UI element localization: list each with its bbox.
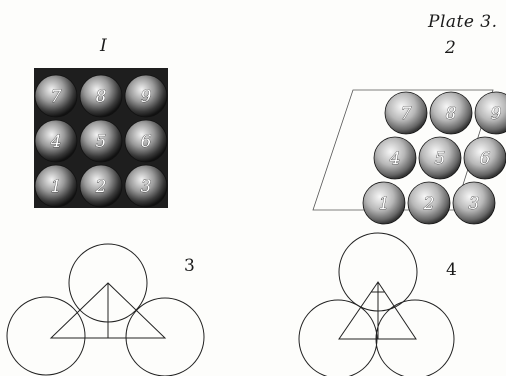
figure-4-label: 4: [446, 260, 457, 280]
fig1-ball-number: 4: [50, 132, 62, 152]
plate-title: Plate 3.: [428, 12, 498, 32]
fig2-ball-number: 8: [446, 104, 457, 124]
fig2-ball-number: 5: [435, 149, 446, 169]
fig1-ball-number: 1: [51, 177, 62, 197]
fig1-ball-4: [34, 119, 78, 163]
fig2-ball-5: [418, 136, 462, 180]
figure-4-left-circle: [298, 299, 378, 376]
fig2-ball-9: [474, 91, 506, 135]
fig1-ball-number: 7: [51, 87, 62, 107]
fig2-ball-7: [384, 91, 428, 135]
fig1-ball-1: [34, 164, 78, 208]
fig2-ball-number: 9: [491, 104, 502, 124]
fig1-ball-number: 9: [141, 87, 152, 107]
figure-2-label: 2: [445, 38, 456, 58]
fig2-ball-6: [463, 136, 506, 180]
figure-3-left-circle: [6, 296, 86, 376]
fig2-ball-8: [429, 91, 473, 135]
fig1-ball-number: 3: [141, 177, 152, 197]
fig1-ball-2: [79, 164, 123, 208]
fig1-ball-3: [124, 164, 168, 208]
fig1-ball-8: [79, 74, 123, 118]
fig1-ball-7: [34, 74, 78, 118]
fig1-ball-number: 2: [95, 177, 107, 197]
fig1-ball-number: 5: [96, 132, 107, 152]
fig2-ball-number: 2: [423, 194, 435, 214]
fig2-ball-1: [362, 181, 406, 225]
fig1-ball-9: [124, 74, 168, 118]
figure-3-right-circle: [125, 297, 205, 376]
fig1-ball-6: [124, 119, 168, 163]
figure-3-three-circles: [6, 243, 205, 376]
fig2-ball-2: [407, 181, 451, 225]
fig1-ball-5: [79, 119, 123, 163]
fig2-ball-number: 3: [469, 194, 480, 214]
fig2-ball-number: 1: [379, 194, 390, 214]
figure-1-square-packing: 7 8 9 4 5 6 1 2 3: [34, 68, 168, 208]
fig1-ball-number: 8: [96, 87, 107, 107]
figure-4-three-circles: [298, 232, 455, 376]
fig2-ball-number: 6: [480, 149, 491, 169]
fig2-ball-4: [373, 136, 417, 180]
figure-2-rhombic-packing: 7 8 9 4 5 6 1 2 3: [312, 89, 506, 225]
fig2-ball-number: 4: [389, 149, 401, 169]
figure-1-label: I: [100, 36, 107, 56]
fig2-ball-3: [452, 181, 496, 225]
figure-3-label: 3: [184, 256, 195, 276]
fig1-ball-number: 6: [141, 132, 152, 152]
fig2-ball-number: 7: [401, 104, 412, 124]
